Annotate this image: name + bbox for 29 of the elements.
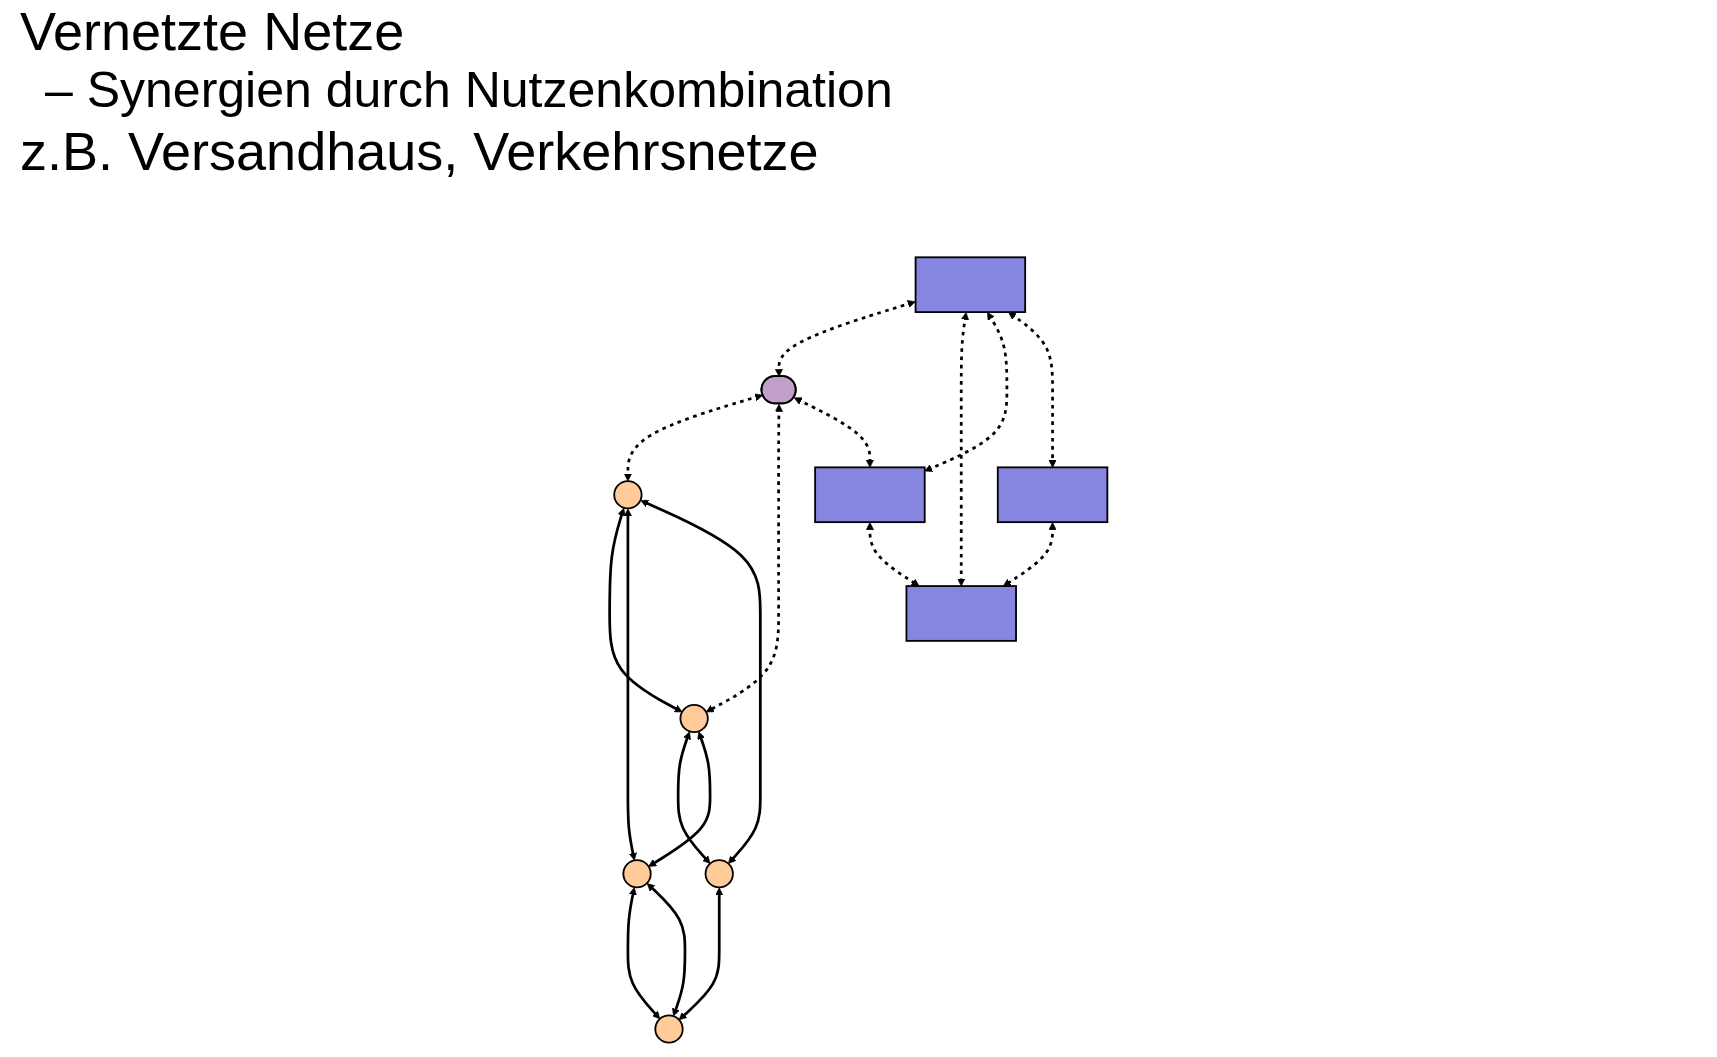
node-circle [613,480,643,510]
arrow [957,312,969,587]
arrow [623,393,763,482]
example-text: z.B. Versandhaus, Verkehrsnetze [20,119,819,182]
arrow [1008,311,1057,468]
arrow [865,522,920,587]
node-box [905,585,1017,642]
arrow [640,499,762,864]
arrow [623,508,637,861]
arrow [774,300,916,377]
arrow [678,887,724,1021]
node-box [996,466,1109,524]
node-circle [622,859,652,889]
arrow [608,507,683,713]
arrow [924,312,1009,472]
arrow [646,883,687,1017]
arrow [1003,522,1057,587]
node-circle [679,703,709,734]
node-circle [654,1014,684,1044]
node-box [914,256,1027,313]
arrow [793,397,874,468]
arrow [648,731,712,867]
bullet-text: – Synergien durch Nutzenkombination [45,62,893,120]
arrow [705,403,783,713]
heading-text: Vernetzte Netze [20,0,405,63]
node-circle [704,859,734,889]
arrow [676,731,711,864]
node-box [814,466,926,524]
arrow [626,887,661,1020]
